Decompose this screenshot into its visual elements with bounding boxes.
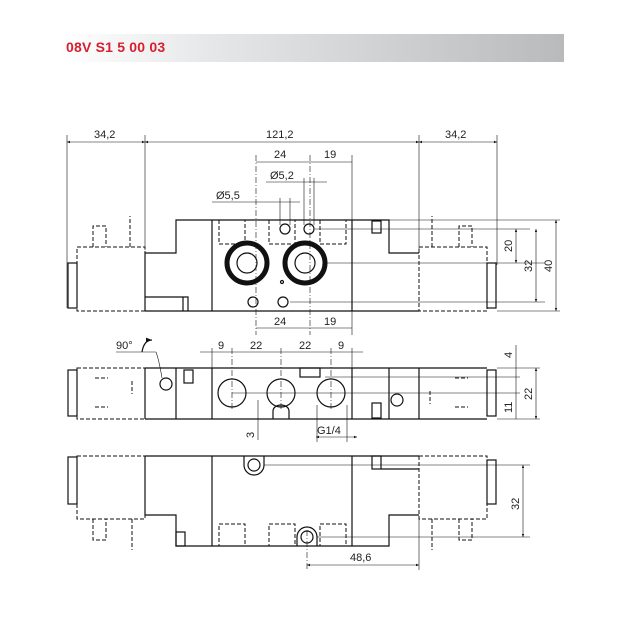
dim-22-left: 22 <box>250 340 262 352</box>
bottom-view: 32 48,6 <box>67 455 530 570</box>
dim-9-right: 9 <box>338 340 344 352</box>
dim-9-left: 9 <box>218 340 224 352</box>
dim-11: 11 <box>503 402 515 413</box>
dim-20: 20 <box>503 240 515 252</box>
dim-left-solenoid: 34,2 <box>94 129 115 141</box>
dim-hole-5-5: Ø5,5 <box>216 190 240 202</box>
dim-24-bottom: 24 <box>274 316 286 328</box>
dim-body-length: 121,2 <box>266 129 294 141</box>
dim-hole-5-2: Ø5,2 <box>270 170 294 182</box>
dim-right-solenoid: 34,2 <box>445 129 466 141</box>
dim-3: 3 <box>245 432 257 438</box>
dim-32-bottom: 32 <box>510 498 522 510</box>
top-view: 34,2 121,2 34,2 24 19 Ø5,2 Ø5,5 24 19 20… <box>66 129 560 335</box>
title-bar: 08V S1 5 00 03 <box>60 34 564 62</box>
dim-24-top: 24 <box>274 149 286 161</box>
dim-19-top: 19 <box>324 149 336 161</box>
dim-32: 32 <box>523 260 535 272</box>
dim-rotation-90: 90° <box>116 340 133 352</box>
dim-4: 4 <box>503 352 515 358</box>
side-view: 90° 9 22 22 9 3 G1/4 4 11 22 <box>67 337 540 442</box>
dim-22-height: 22 <box>523 388 535 400</box>
part-number: 08V S1 5 00 03 <box>66 39 166 55</box>
dim-22-right: 22 <box>299 340 311 352</box>
dim-40: 40 <box>543 260 555 272</box>
dim-48-6: 48,6 <box>350 552 371 564</box>
dim-g1-4: G1/4 <box>317 425 341 437</box>
dim-19-bottom: 19 <box>324 316 336 328</box>
